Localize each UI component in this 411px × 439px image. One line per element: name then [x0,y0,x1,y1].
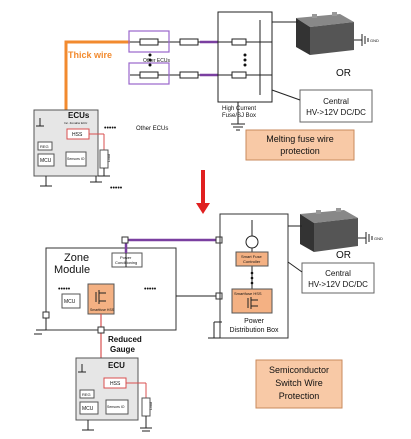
central-bottom-label-2: HV->12V DC/DC [308,280,368,289]
zone-ellipsis-2: ••••• [144,286,157,293]
pdb-ellipsis [250,271,254,285]
zone-smartfuse-hss [87,283,115,315]
smart-fuse-controller [235,251,269,267]
ecu-bottom-title: ECU [108,361,125,370]
or-label-bottom: OR [336,250,351,261]
reg-label: REG [40,144,49,149]
high-current-fuse-box [217,11,273,103]
battery-gnd-label-bottom: GND [374,236,383,241]
sensors-bottom-label: Sensors IO [107,405,125,409]
thick-wire-label: Thick wire [68,50,112,60]
connector-4 [42,311,50,319]
callout-top-line2: protection [280,146,320,156]
ellipsis-bottom: ••••• [110,185,123,192]
high-current-label-1: High Current [222,106,256,112]
mcu-chip-bottom [79,401,99,415]
zone-smartfuse-label: Smartfuse HSS [90,308,115,312]
channel-ellipsis [148,53,247,67]
central-dcdc-box-bottom [301,262,375,294]
thick-wire [64,40,130,110]
central-label-2: HV->12V DC/DC [306,108,366,117]
high-current-label-2: Fuse/SJ Box [222,113,256,119]
connector-1 [121,236,129,244]
callout-bottom-line1: Semiconductor [269,365,329,375]
zone-mcu-label: MCU [64,299,76,305]
zone-module-title-1: Zone [64,252,89,264]
ecu-ground-icon [40,176,102,187]
mcu-label: MCU [40,158,52,164]
pdb-smartfuse-hss [231,288,273,314]
fuse-highlight-box-2 [128,62,170,85]
sensors-label: Sensors IO [67,157,85,161]
box-inner-fuses [218,20,272,95]
central-wire-bottom [287,261,303,273]
smart-fuse-controller-label-2: Controller [243,259,261,264]
smart-fuse-controller-label-1: Smart Fuse [241,254,262,259]
load-bottom-label: Load [149,402,153,410]
connector-3 [215,292,223,300]
mcu-bottom-label: MCU [82,406,94,412]
connector-2 [215,236,223,244]
ground-icon [231,102,245,131]
purple-wire-bottom [124,238,220,253]
callout-top-line1: Melting fuse wire [266,134,334,144]
zone-module-box [45,247,177,331]
ecus-title: ECUs [68,111,90,120]
ecu-input-icon [36,118,44,127]
sensors-chip-bottom [105,399,129,415]
ecus-sub: Inc. Zonal/w ECU [64,121,87,125]
callout-melting-fuse [245,129,355,161]
zone-ground-icon [34,318,47,335]
pdb-label-1: Power [244,318,265,325]
hss-label: HSS [72,132,83,138]
ecu-bottom-input-icon [78,364,86,373]
purple-wire [200,40,218,77]
connector-5 [97,326,105,334]
pdb-label-2: Distribution Box [229,327,279,334]
power-distribution-box [219,213,289,339]
pdb-smartfuse-label: Smartfuse HSS [234,291,262,296]
central-label-1: Central [323,97,349,106]
callout-bottom-line3: Protection [279,391,320,401]
battery-gnd-label: GND [370,38,379,43]
zone-module-title-2: Module [54,264,90,276]
reg-chip [37,141,53,151]
load-label: Load [107,154,111,162]
pdb-transistor-icon [247,297,258,309]
ellipsis-left: ••••• [104,125,117,132]
zone-ellipsis-1: ••••• [58,286,71,293]
other-ecus-label-1: Other ECUs [143,58,170,64]
zone-mcu-chip [61,293,81,309]
central-dcdc-box [299,89,373,123]
battery-icon-bottom [300,208,358,252]
reduced-gauge-label-1: Reduced [108,335,142,344]
battery-icon [296,12,354,55]
transistor-icon [95,290,106,304]
sensors-chip [65,151,87,167]
other-ecus-label-2: Other ECUs [136,126,168,132]
hss-bottom-label: HSS [110,381,121,387]
callout-semiconductor [255,359,343,409]
fuse-icon [139,38,199,79]
central-bottom-label-1: Central [325,269,351,278]
pdb-ground-icon [208,321,222,339]
central-wire [271,89,301,101]
or-label-top: OR [336,68,351,79]
smart-fuse-switch-icon [245,235,259,249]
reg-chip-bottom [79,389,95,399]
load-ground-icon [98,168,110,177]
reduced-gauge-label-2: Gauge [110,345,135,354]
battery-ground-icon [354,34,369,46]
reg-bottom-label: REG [82,392,91,397]
callout-bottom-line2: Switch Wire [275,378,323,388]
battery-ground-icon-bottom [358,232,373,244]
mcu-chip [37,153,55,167]
transition-arrow-icon [196,170,210,214]
ecu-bottom-ground-icon [82,416,152,432]
fuse-highlight-box-1 [128,30,170,53]
